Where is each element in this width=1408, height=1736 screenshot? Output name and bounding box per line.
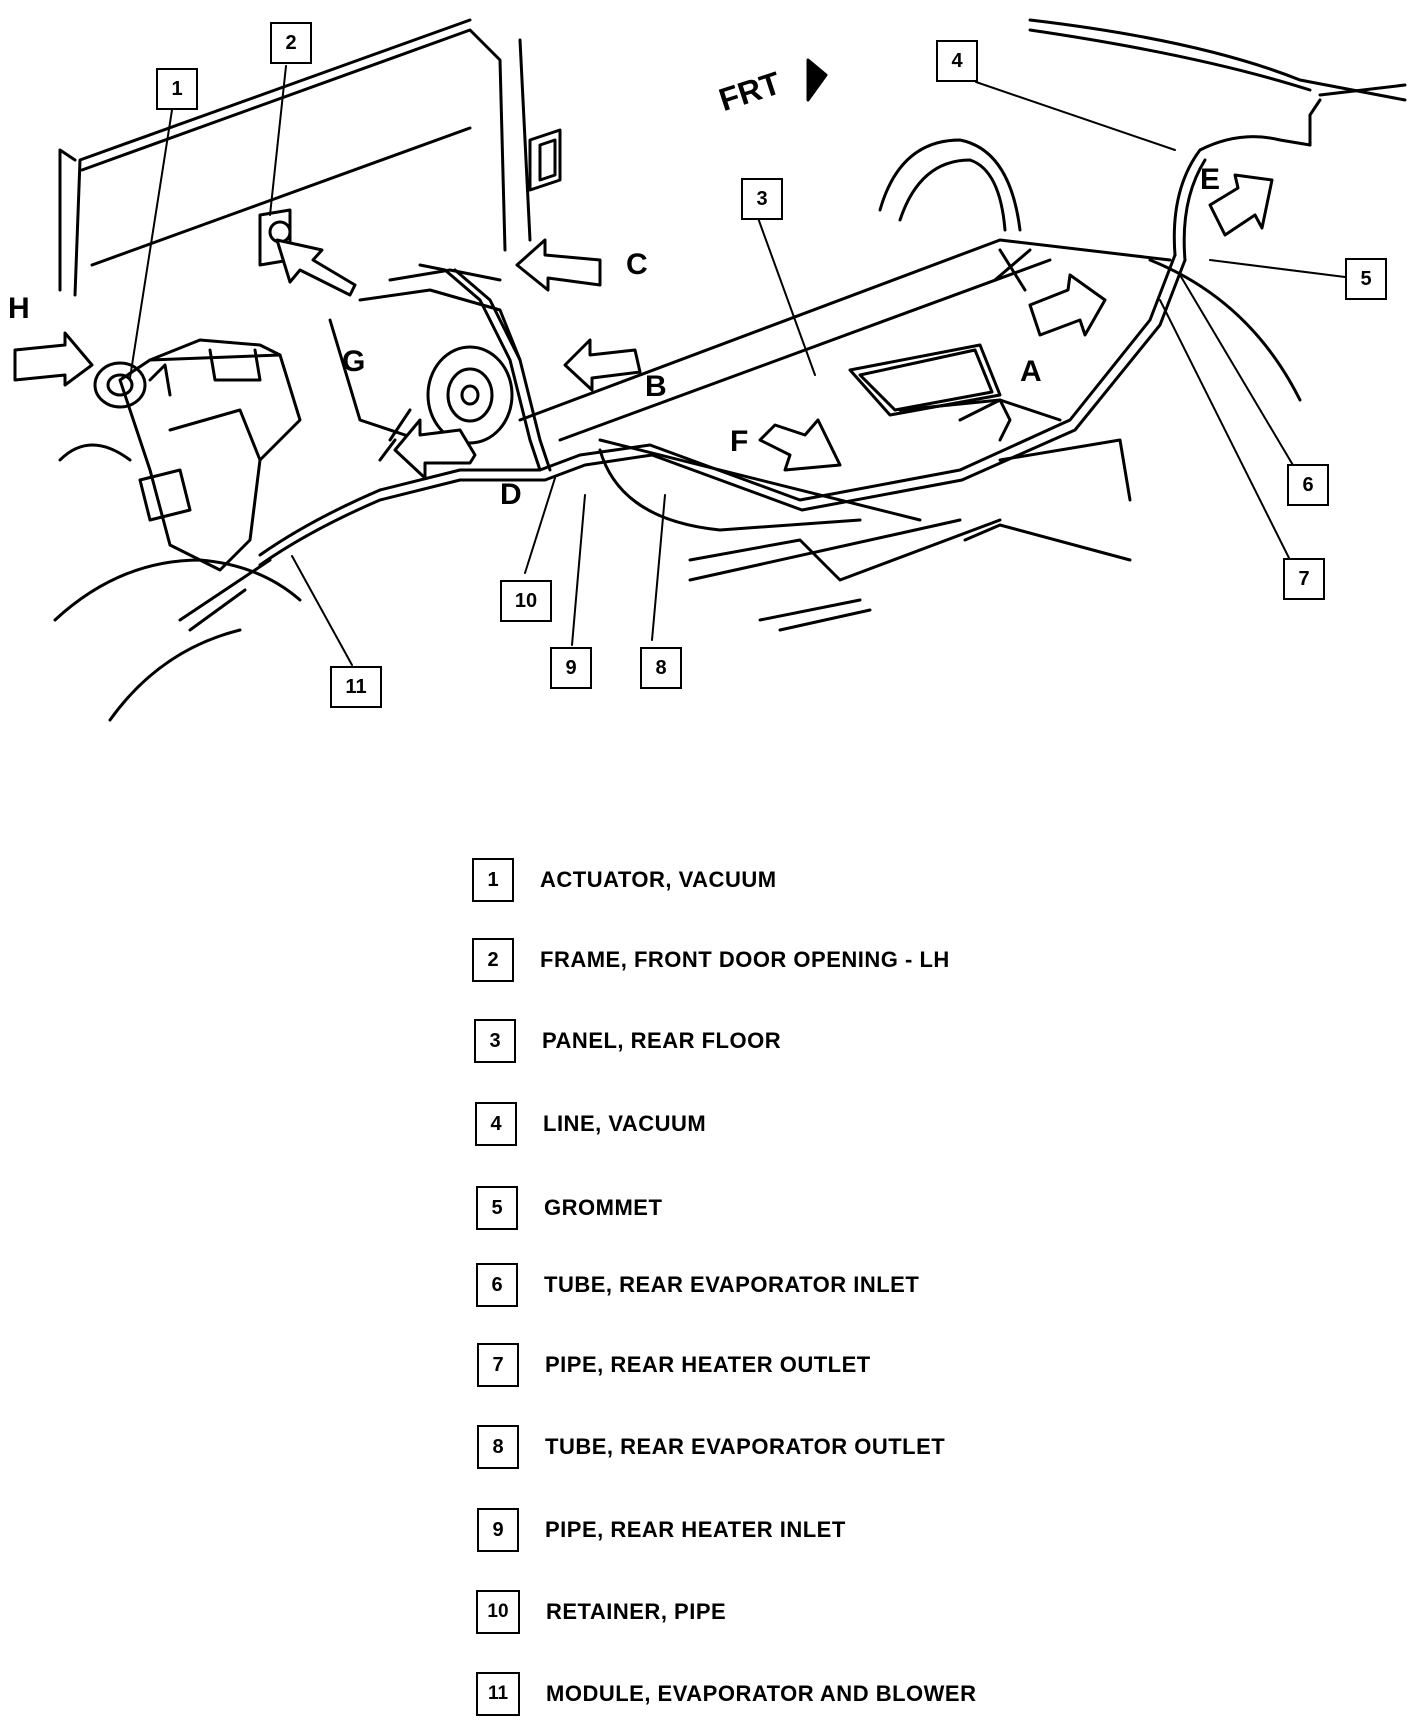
callout-8: 8 bbox=[640, 647, 682, 689]
legend-number: 9 bbox=[477, 1508, 519, 1552]
view-letter-d: D bbox=[500, 478, 522, 511]
legend-item-3: 3 PANEL, REAR FLOOR bbox=[474, 1019, 781, 1063]
legend-label: ACTUATOR, VACUUM bbox=[540, 867, 777, 892]
legend-number: 11 bbox=[476, 1672, 520, 1716]
callout-7: 7 bbox=[1283, 558, 1325, 600]
legend-item-7: 7 PIPE, REAR HEATER OUTLET bbox=[477, 1343, 871, 1387]
legend-label: PIPE, REAR HEATER OUTLET bbox=[545, 1352, 871, 1377]
legend-label: LINE, VACUUM bbox=[543, 1111, 707, 1136]
callout-5: 5 bbox=[1345, 258, 1387, 300]
legend-number: 2 bbox=[472, 938, 514, 982]
legend-item-1: 1 ACTUATOR, VACUUM bbox=[472, 858, 777, 902]
legend-label: MODULE, EVAPORATOR AND BLOWER bbox=[546, 1681, 977, 1706]
view-letter-f: F bbox=[730, 425, 749, 458]
legend-label: TUBE, REAR EVAPORATOR OUTLET bbox=[545, 1434, 946, 1459]
vehicle-underbody-drawing bbox=[13, 18, 1407, 722]
legend-number: 8 bbox=[477, 1425, 519, 1469]
view-letter-a: A bbox=[1020, 355, 1042, 388]
view-arrow-g bbox=[275, 238, 357, 297]
callout-11: 11 bbox=[330, 666, 382, 708]
callout-10: 10 bbox=[500, 580, 552, 622]
pipe-routing bbox=[178, 18, 1407, 632]
view-letter-e: E bbox=[1200, 163, 1221, 196]
legend-number: 4 bbox=[475, 1102, 517, 1146]
legend-label: PIPE, REAR HEATER INLET bbox=[545, 1517, 846, 1542]
legend-label: TUBE, REAR EVAPORATOR INLET bbox=[544, 1272, 920, 1297]
view-letter-g: G bbox=[342, 345, 366, 378]
callout-6: 6 bbox=[1287, 464, 1329, 506]
view-arrow-c bbox=[515, 238, 602, 292]
callout-3: 3 bbox=[741, 178, 783, 220]
legend-item-5: 5 GROMMET bbox=[476, 1186, 662, 1230]
view-letter-c: C bbox=[626, 248, 648, 281]
wheel-well-arcs bbox=[53, 138, 1302, 722]
view-arrow-h bbox=[13, 331, 94, 387]
legend-number: 3 bbox=[474, 1019, 516, 1063]
legend-label: RETAINER, PIPE bbox=[546, 1599, 727, 1624]
view-letter-b: B bbox=[645, 370, 667, 403]
legend-item-11: 11 MODULE, EVAPORATOR AND BLOWER bbox=[476, 1672, 976, 1716]
callout-4: 4 bbox=[936, 40, 978, 82]
view-arrow-b bbox=[563, 338, 642, 392]
legend-item-10: 10 RETAINER, PIPE bbox=[476, 1590, 726, 1634]
rear-floor-panel bbox=[518, 238, 1172, 632]
legend-number: 1 bbox=[472, 858, 514, 902]
legend-label: PANEL, REAR FLOOR bbox=[542, 1028, 782, 1053]
evaporator-module bbox=[93, 338, 302, 572]
legend-label: GROMMET bbox=[544, 1195, 663, 1220]
view-arrow-d bbox=[393, 418, 477, 480]
legend-item-9: 9 PIPE, REAR HEATER INLET bbox=[477, 1508, 846, 1552]
front-arrow-icon bbox=[806, 58, 828, 102]
callout-9: 9 bbox=[550, 647, 592, 689]
view-arrows bbox=[13, 173, 1274, 480]
callout-1: 1 bbox=[156, 68, 198, 110]
view-arrow-e bbox=[1208, 173, 1274, 237]
legend-number: 6 bbox=[476, 1263, 518, 1307]
legend-item-8: 8 TUBE, REAR EVAPORATOR OUTLET bbox=[477, 1425, 945, 1469]
legend-number: 7 bbox=[477, 1343, 519, 1387]
legend-number: 10 bbox=[476, 1590, 520, 1634]
view-letter-h: H bbox=[8, 292, 30, 325]
legend-label: FRAME, FRONT DOOR OPENING - LH bbox=[540, 947, 950, 972]
blower-assembly bbox=[328, 268, 522, 445]
legend-item-6: 6 TUBE, REAR EVAPORATOR INLET bbox=[476, 1263, 919, 1307]
legend-item-4: 4 LINE, VACUUM bbox=[475, 1102, 706, 1146]
callout-2: 2 bbox=[270, 22, 312, 64]
view-arrow-a bbox=[1028, 273, 1107, 337]
legend-number: 5 bbox=[476, 1186, 518, 1230]
view-arrow-f bbox=[758, 418, 842, 472]
legend-item-2: 2 FRAME, FRONT DOOR OPENING - LH bbox=[472, 938, 950, 982]
callout-leaders bbox=[129, 65, 1346, 666]
